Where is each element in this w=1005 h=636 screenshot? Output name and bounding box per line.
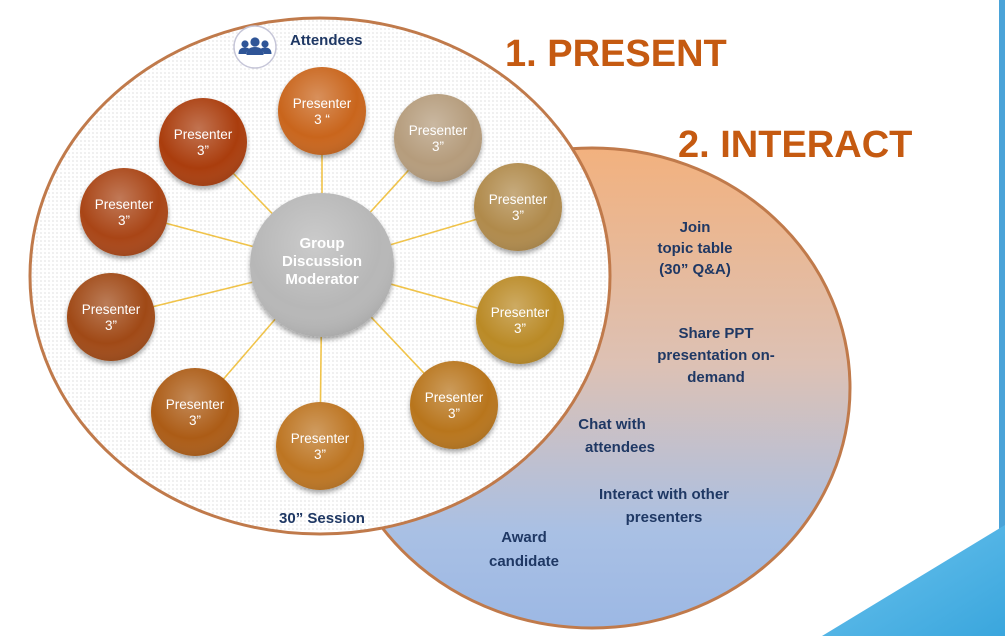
interact-item-award: Award candidate (489, 529, 559, 570)
presenter-label: Presenter (425, 390, 484, 405)
interact-item-share-ppt: Share PPT presentation on- demand (657, 325, 775, 386)
presenter-label: Presenter (293, 96, 352, 111)
presenter-shine (278, 67, 366, 155)
interact-item-line: demand (687, 369, 745, 386)
presenter-duration: 3” (432, 139, 444, 154)
right-edge-accent (999, 0, 1005, 636)
presenter-duration: 3” (189, 413, 201, 428)
session-duration-label: 30” Session (279, 510, 365, 527)
interact-item-line: Join (680, 219, 711, 236)
interact-item-line: topic table (657, 240, 732, 257)
corner-accent-triangle (822, 525, 1005, 636)
interact-item-line: Award (501, 529, 547, 546)
presenter-shine (151, 368, 239, 456)
interact-item-line: presentation on- (657, 347, 775, 364)
presenter-duration: 3” (105, 318, 117, 333)
presenter-shine (394, 94, 482, 182)
people-group-glyph (238, 37, 272, 55)
presenter-duration: 3” (512, 208, 524, 223)
presenter-shine (474, 163, 562, 251)
presenter-label: Presenter (166, 397, 225, 412)
presenter-shine (276, 402, 364, 490)
presenter-shine (80, 168, 168, 256)
presenter-shine (159, 98, 247, 186)
interact-item-line: Interact with other (599, 486, 729, 503)
presenter-duration: 3” (448, 406, 460, 421)
presenter-shine (410, 361, 498, 449)
presenter-label: Presenter (174, 127, 233, 142)
moderator-node (250, 193, 394, 337)
presenter-shine (67, 273, 155, 361)
interact-item-join-topic: Join topic table (30” Q&A) (657, 219, 732, 278)
moderator-line-2: Discussion (282, 253, 362, 270)
presenter-label: Presenter (409, 123, 468, 138)
presenter-label: Presenter (491, 305, 550, 320)
interact-item-line: presenters (626, 509, 703, 526)
moderator-line-1: Group (300, 235, 345, 252)
interact-item-chat: Chat with attendees (578, 416, 655, 456)
presenter-duration: 3” (314, 447, 326, 462)
presenter-label: Presenter (95, 197, 154, 212)
present-heading: 1. PRESENT (505, 33, 727, 75)
interact-item-line: candidate (489, 553, 559, 570)
attendees-header: Attendees (233, 25, 363, 69)
presenter-label: Presenter (291, 431, 350, 446)
moderator-line-3: Moderator (285, 271, 359, 288)
presenter-duration: 3 “ (314, 112, 330, 127)
interact-item-line: Chat with (578, 416, 646, 433)
interact-item-line: Share PPT (678, 325, 753, 342)
presenter-duration: 3” (118, 213, 130, 228)
presenter-duration: 3” (514, 321, 526, 336)
interact-heading: 2. INTERACT (678, 124, 912, 166)
presenter-duration: 3” (197, 143, 209, 158)
interact-item-line: (30” Q&A) (659, 261, 731, 278)
interact-item-interact-presenters: Interact with other presenters (599, 486, 729, 526)
presenter-label: Presenter (489, 192, 548, 207)
presenter-label: Presenter (82, 302, 141, 317)
interact-items: Join topic table (30” Q&A) Share PPT pre… (489, 219, 775, 570)
presenter-shine (476, 276, 564, 364)
attendees-label: Attendees (290, 32, 363, 49)
moderator-label: Group Discussion Moderator (282, 235, 362, 288)
interact-item-line: attendees (585, 439, 655, 456)
